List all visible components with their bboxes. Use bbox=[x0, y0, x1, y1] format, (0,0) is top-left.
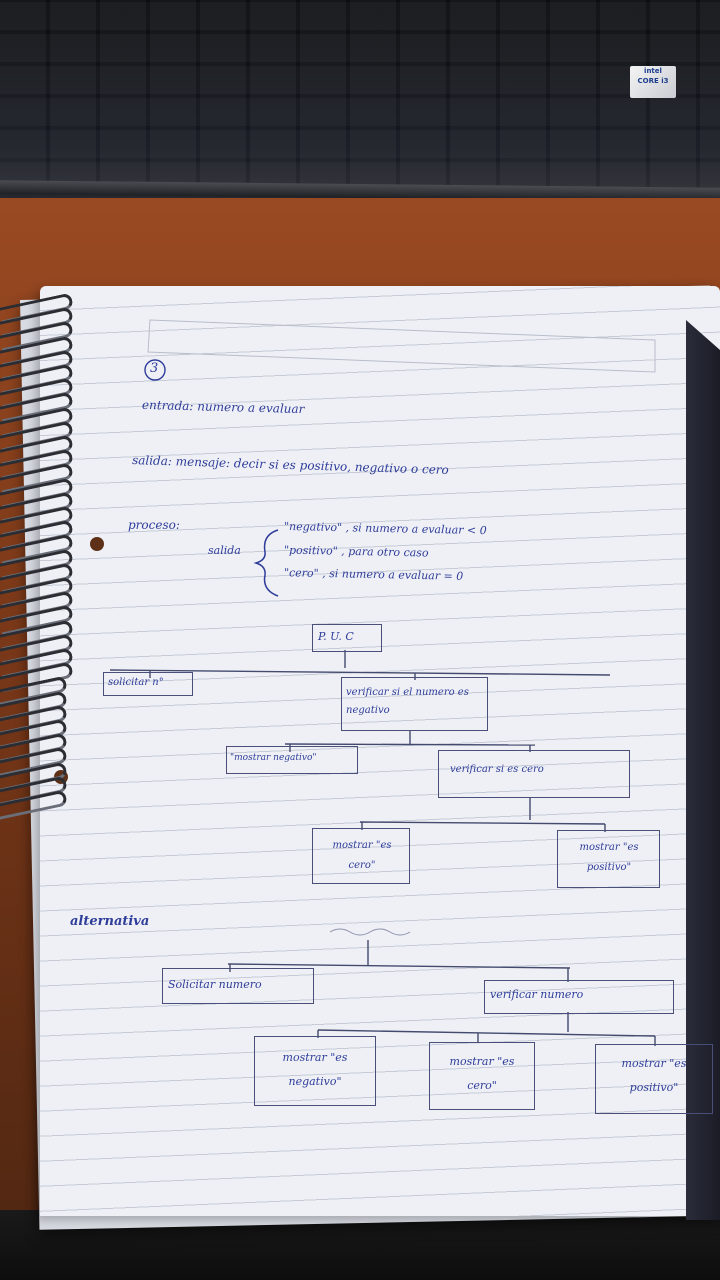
tree1-solicitar-label: solicitar n° bbox=[108, 677, 164, 688]
tree2-verificar-label: verificar numero bbox=[490, 988, 584, 1001]
proceso-label: proceso: bbox=[128, 518, 180, 532]
diagram-box-mostrar-cero bbox=[312, 828, 410, 884]
tree1-verificar-label: verificar si el numero es negativo bbox=[346, 687, 469, 716]
alternativa-heading: alternativa bbox=[70, 914, 150, 929]
diagram-box-root bbox=[312, 624, 382, 652]
punch-hole bbox=[54, 770, 68, 784]
salida-label: salida bbox=[208, 544, 241, 557]
diagram-box-solicitar bbox=[103, 672, 193, 696]
tree2-mostrar-cero-label: mostrar "es cero" bbox=[449, 1055, 515, 1092]
tree2-mostrar-negativo-label: mostrar "es negativo" bbox=[282, 1051, 348, 1088]
sticker-model: CORE i3 bbox=[637, 77, 669, 85]
diagram-box-verificar bbox=[341, 677, 488, 731]
diagram-box-verificar-2 bbox=[484, 980, 674, 1014]
tree1-root-label: P. U. C bbox=[318, 630, 354, 643]
diagram-box-mostrar-positivo bbox=[557, 830, 660, 888]
diagram-box-mostrar-negativo-2 bbox=[254, 1036, 376, 1106]
exercise-number: 3 bbox=[150, 361, 159, 376]
tree1-mostrar-positivo-label: mostrar "es positivo" bbox=[579, 842, 639, 873]
tree1-mostrar-cero-label: mostrar "es cero" bbox=[332, 840, 392, 871]
diagram-box-mostrar-cero-2 bbox=[429, 1042, 535, 1110]
tree2-solicitar-label: Solicitar numero bbox=[168, 978, 262, 991]
laptop-keyboard: intel CORE i3 bbox=[0, 0, 720, 210]
sticker-brand: intel bbox=[644, 67, 662, 75]
notebook-cover-edge bbox=[686, 320, 720, 1220]
diagram-box-mostrar-negativo bbox=[226, 746, 358, 774]
diagram-box-mostrar-positivo-2 bbox=[595, 1044, 713, 1114]
diagram-box-verificar-cero bbox=[438, 750, 630, 798]
cpu-sticker: intel CORE i3 bbox=[630, 66, 676, 98]
keyboard-keys bbox=[0, 0, 720, 190]
diagram-box-solicitar-2 bbox=[162, 968, 314, 1004]
punch-hole bbox=[90, 537, 104, 551]
tree1-verificar-cero-label: verificar si es cero bbox=[450, 764, 544, 775]
tree2-mostrar-positivo-label: mostrar "es positivo" bbox=[621, 1057, 687, 1094]
notebook-page bbox=[40, 286, 720, 1216]
tree1-mostrar-negativo-label: "mostrar negativo" bbox=[230, 753, 317, 763]
